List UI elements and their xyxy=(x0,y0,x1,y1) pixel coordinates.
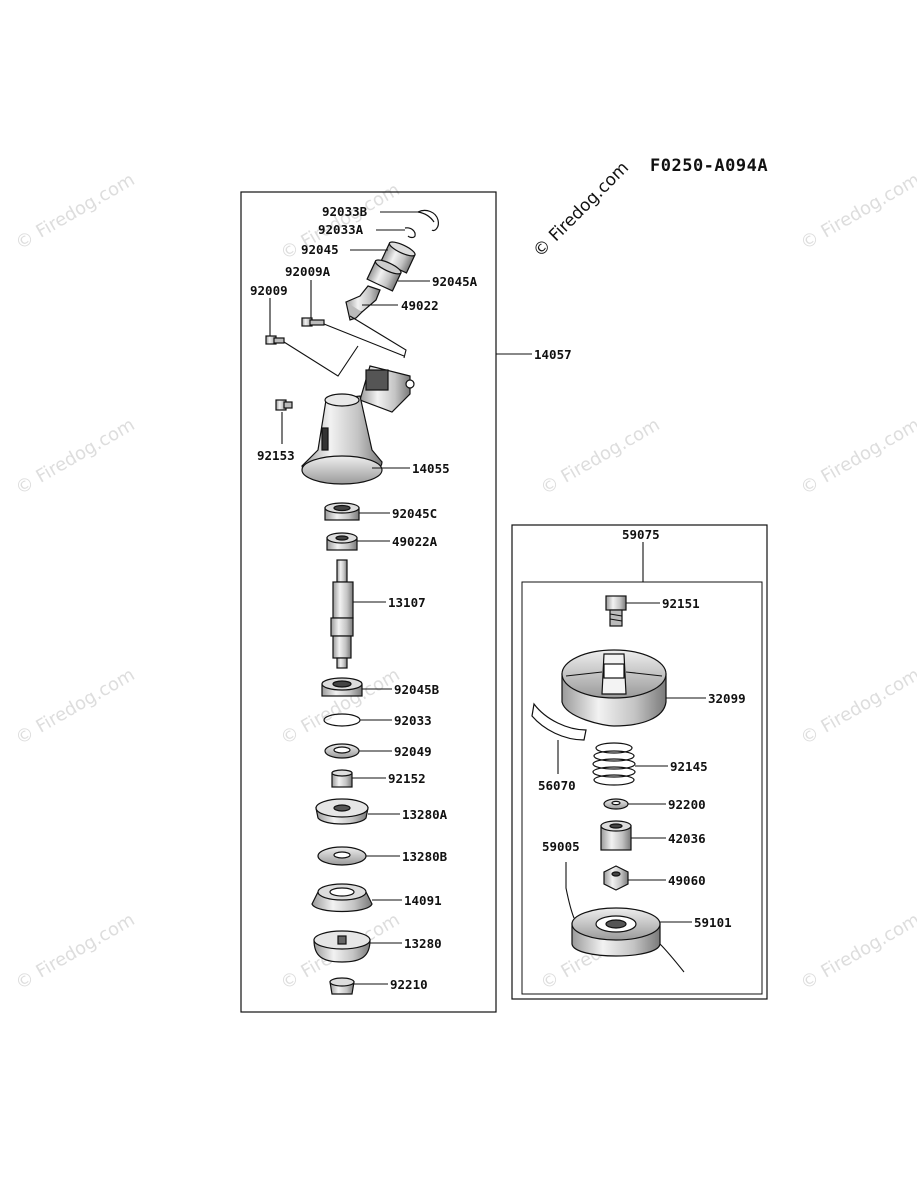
watermark-4: © Firedog.com xyxy=(12,414,138,499)
part-92045A xyxy=(366,259,402,292)
right-leader-lines xyxy=(557,602,706,923)
part-92045B xyxy=(321,677,363,697)
watermark-7: © Firedog.com xyxy=(12,664,138,749)
label-59075: 59075 xyxy=(622,527,660,542)
watermark-1: © Firedog.com xyxy=(12,169,138,254)
part-14055 xyxy=(301,393,383,485)
label-13280: 13280 xyxy=(404,936,442,951)
part-42036 xyxy=(600,820,632,851)
part-92033A xyxy=(404,227,416,239)
watermark-9: © Firedog.com xyxy=(797,664,917,749)
part-92200 xyxy=(603,798,629,810)
label-14055: 14055 xyxy=(412,461,450,476)
part-13280B xyxy=(317,846,367,866)
part-13280 xyxy=(313,930,371,963)
watermark-5: © Firedog.com xyxy=(537,414,663,499)
label-92009: 92009 xyxy=(250,283,288,298)
left-leader-lines xyxy=(269,211,532,985)
label-92045A: 92045A xyxy=(432,274,478,289)
part-92151 xyxy=(605,595,627,627)
part-92049 xyxy=(324,743,360,759)
label-59101: 59101 xyxy=(694,915,732,930)
connector-lines xyxy=(283,315,407,377)
label-92145: 92145 xyxy=(670,759,708,774)
label-92033: 92033 xyxy=(394,713,432,728)
label-42036: 42036 xyxy=(668,831,706,846)
part-13107 xyxy=(330,559,354,669)
nylon-cutter-outer-frame xyxy=(511,524,768,1000)
watermark-13: © Firedog.com xyxy=(797,909,917,994)
label-13280A: 13280A xyxy=(402,807,448,822)
part-14091 xyxy=(311,883,373,913)
right-labels: 92151 32099 56070 92145 92200 59005 4203… xyxy=(538,596,746,930)
watermark-10: © Firedog.com xyxy=(12,909,138,994)
label-92045: 92045 xyxy=(301,242,339,257)
part-92045C xyxy=(324,502,360,521)
watermark-6: © Firedog.com xyxy=(797,414,917,499)
label-92151: 92151 xyxy=(662,596,700,611)
part-56070 xyxy=(531,702,587,741)
brand-watermark: © Firedog.com xyxy=(529,158,633,262)
part-92145 xyxy=(592,742,636,786)
gear-case-frame xyxy=(240,191,497,1013)
label-92045C: 92045C xyxy=(392,506,437,521)
label-32099: 32099 xyxy=(708,691,746,706)
label-92045B: 92045B xyxy=(394,682,440,697)
part-59101 xyxy=(565,862,685,973)
left-labels: 92033B 92033A 92045 92045A 92009A 92009 … xyxy=(250,204,572,992)
part-92153 xyxy=(275,399,293,411)
watermarks: © Firedog.com © Firedog.com © Firedog.co… xyxy=(12,169,917,994)
label-92152: 92152 xyxy=(388,771,426,786)
watermark-8: © Firedog.com xyxy=(277,664,403,749)
part-92045 xyxy=(380,241,416,274)
label-92009A: 92009A xyxy=(285,264,331,279)
label-13107: 13107 xyxy=(388,595,426,610)
label-92033A: 92033A xyxy=(318,222,364,237)
part-49022 xyxy=(345,285,381,321)
label-14057: 14057 xyxy=(534,347,572,362)
label-49022A: 49022A xyxy=(392,534,438,549)
nylon-cutter-inner-frame xyxy=(521,581,763,995)
label-49022: 49022 xyxy=(401,298,439,313)
label-13280B: 13280B xyxy=(402,849,448,864)
label-14091: 14091 xyxy=(404,893,442,908)
label-49060: 49060 xyxy=(668,873,706,888)
label-92200: 92200 xyxy=(668,797,706,812)
label-92049: 92049 xyxy=(394,744,432,759)
part-92009A xyxy=(301,317,325,327)
part-92033B xyxy=(417,209,439,232)
label-92210: 92210 xyxy=(390,977,428,992)
label-92153: 92153 xyxy=(257,448,295,463)
part-92210 xyxy=(329,977,355,995)
diagram-code: F0250-A094A xyxy=(650,156,768,176)
part-32099 xyxy=(561,649,667,727)
part-49022A xyxy=(326,532,358,551)
part-13280A xyxy=(315,798,369,825)
part-14057-upper xyxy=(359,365,415,413)
part-92152 xyxy=(331,769,353,788)
part-92009 xyxy=(265,335,285,345)
label-56070: 56070 xyxy=(538,778,576,793)
watermark-3: © Firedog.com xyxy=(797,169,917,254)
label-92033B: 92033B xyxy=(322,204,368,219)
label-59005: 59005 xyxy=(542,839,580,854)
part-49060 xyxy=(603,865,629,891)
